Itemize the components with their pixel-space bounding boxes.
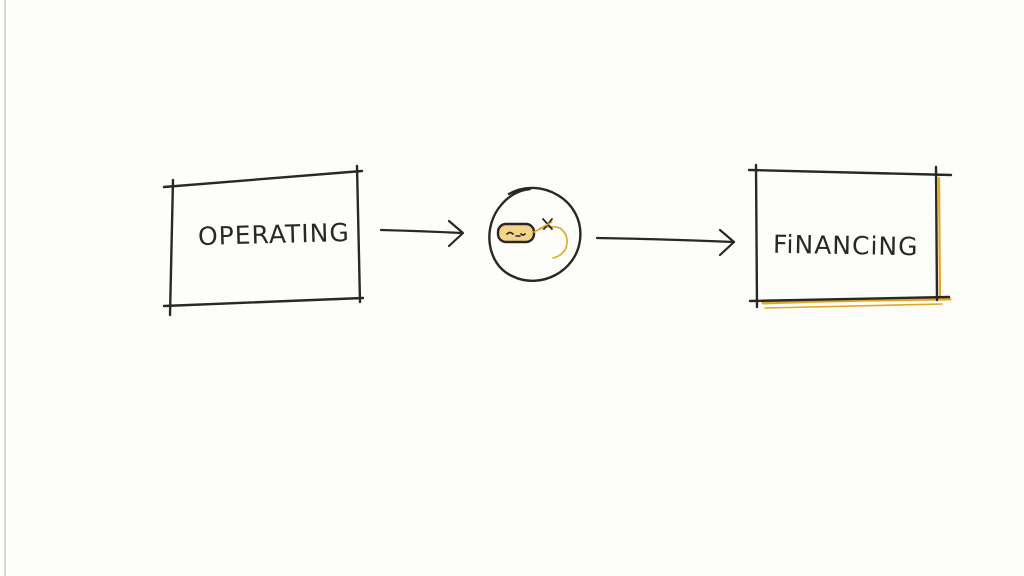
arrow-cash-to-financing [595,228,736,257]
operating-box [162,164,365,317]
page-edge [4,0,6,576]
financing-box [747,163,953,309]
coin-with-spark-icon [488,186,582,282]
arrow-operating-to-cash [379,219,465,248]
operating-label: OPERATING [197,218,351,251]
financing-label: FiNANCiNG [772,229,919,262]
